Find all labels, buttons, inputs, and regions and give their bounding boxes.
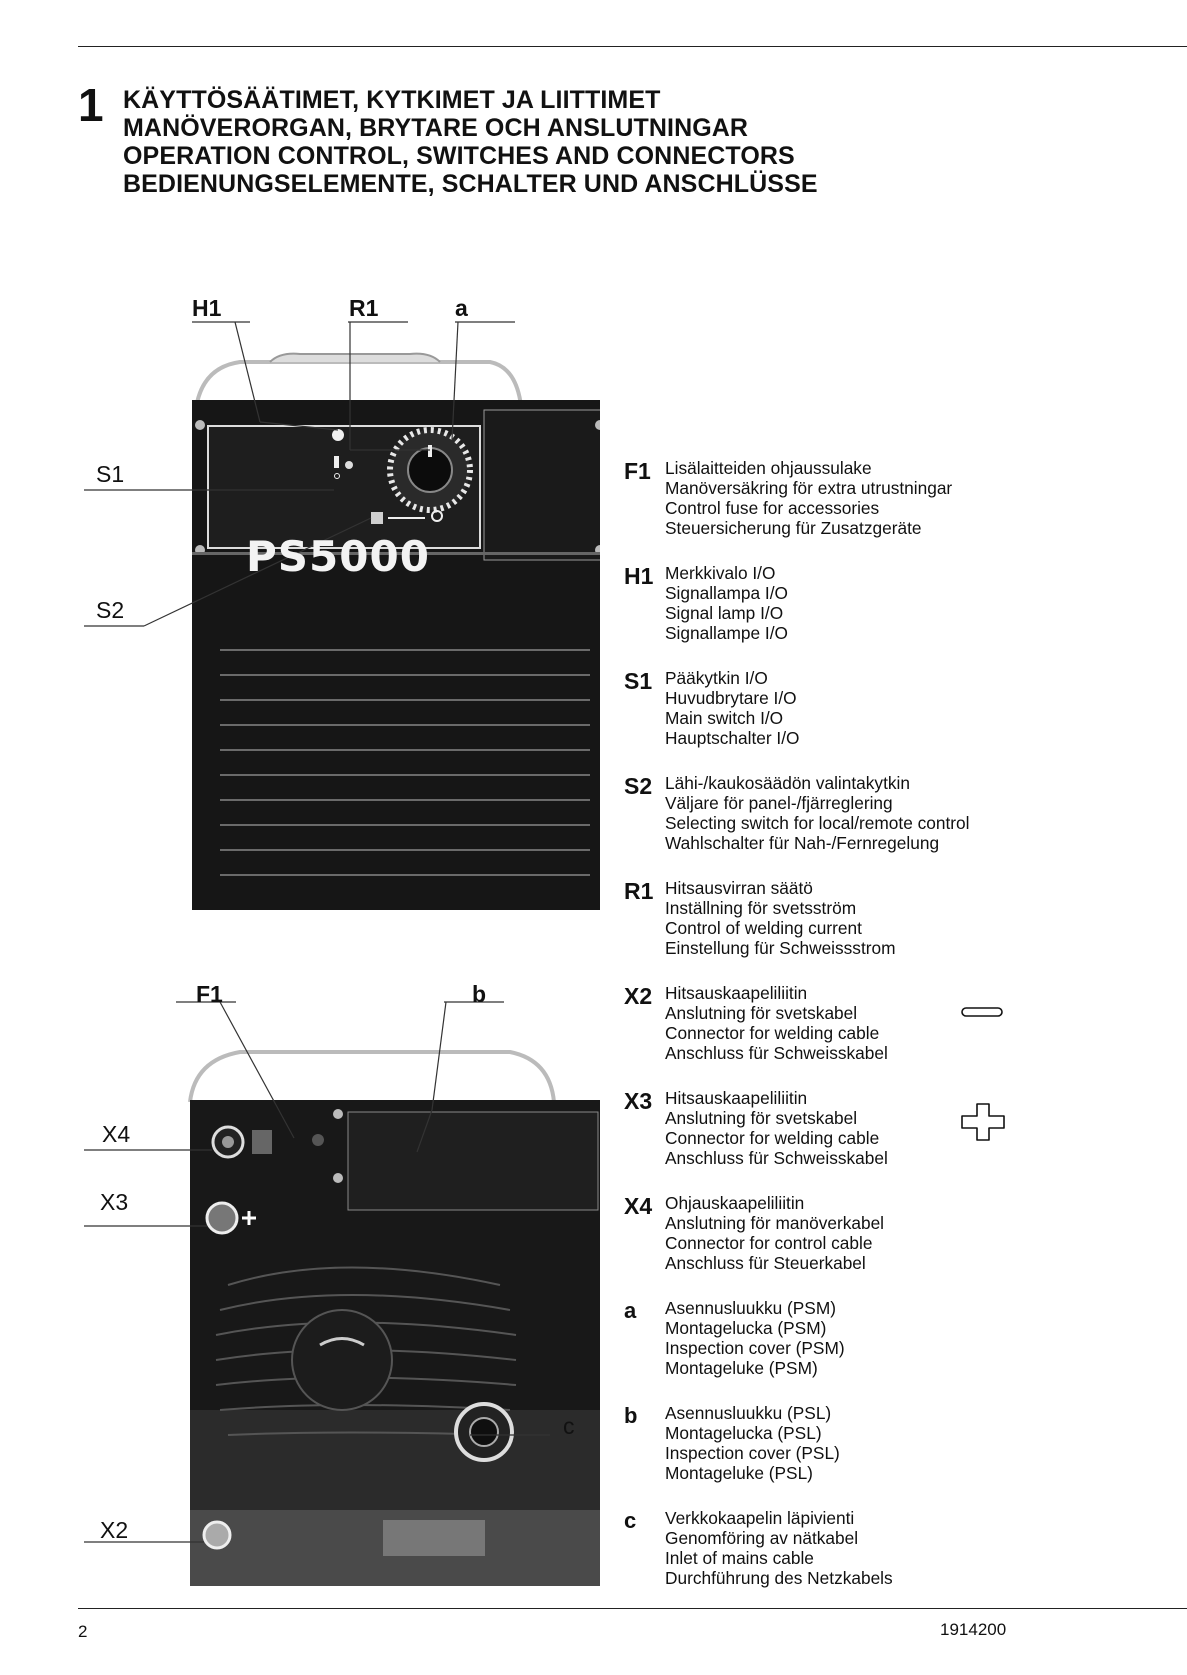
legend-line: Selecting switch for local/remote contro… [665,813,970,833]
plus-icon [961,1103,1005,1141]
legend-line: Connector for welding cable [665,1023,880,1043]
legend-text: Hitsausvirran säätö Inställning för svet… [665,878,896,958]
legend-text: Lähi-/kaukosäädön valintakytkin Väljare … [665,773,969,853]
callout-s2: S2 [96,597,125,623]
legend-line: Anslutning för manöverkabel [665,1213,885,1233]
legend-key: S1 [624,668,653,694]
legend-line: Genomföring av nätkabel [665,1528,859,1548]
legend-line: Anslutning för svetskabel [665,1003,858,1023]
bottom-rule [78,1608,1187,1609]
legend-key: R1 [624,878,654,904]
callout-b: b [472,981,487,1007]
legend-line: Steuersicherung für Zusatzgeräte [665,518,922,538]
top-rule [78,46,1187,47]
back-view-figure [84,1001,600,1586]
legend-line: Huvudbrytare I/O [665,688,797,708]
legend-line: Montagelucka (PSL) [665,1423,822,1443]
legend-line: Wahlschalter für Nah-/Fernregelung [665,833,940,853]
legend-text: Hitsauskaapeliliitin Anslutning för svet… [665,983,888,1063]
model-label: PS5000 [246,532,430,581]
callout-f1: F1 [196,981,223,1007]
legend-line: Ohjauskaapeliliitin [665,1193,805,1213]
legend-text: Ohjauskaapeliliitin Anslutning för manöv… [665,1193,884,1273]
legend-text: Hitsauskaapeliliitin Anslutning för svet… [665,1088,888,1168]
legend-line: Lähi-/kaukosäädön valintakytkin [665,773,910,793]
legend-line: Inställning för svetsström [665,898,857,918]
legend-text: Asennusluukku (PSM) Montagelucka (PSM) I… [665,1298,845,1378]
legend-line: Hitsauskaapeliliitin [665,1088,808,1108]
legend-line: Anschluss für Schweisskabel [665,1148,888,1168]
callout-r1: R1 [349,295,379,321]
legend-line: Inspection cover (PSL) [665,1443,840,1463]
legend-line: Verkkokaapelin läpivienti [665,1508,855,1528]
legend-line: Anslutning för svetskabel [665,1108,858,1128]
legend-line: Asennusluukku (PSM) [665,1298,836,1318]
legend-line: Lisälaitteiden ohjaussulake [665,458,872,478]
callout-a: a [455,295,468,321]
legend-line: Signal lamp I/O [665,603,784,623]
minus-icon [961,1007,1003,1017]
legend-line: Montageluke (PSM) [665,1358,818,1378]
legend-text: Lisälaitteiden ohjaussulake Manöversäkri… [665,458,952,538]
legend-line: Connector for welding cable [665,1128,880,1148]
legend-line: Hitsauskaapeliliitin [665,983,808,1003]
legend-line: Signallampe I/O [665,623,788,643]
legend-line: Durchführung des Netzkabels [665,1568,893,1588]
legend-line: Manöversäkring för extra utrustningar [665,478,953,498]
legend-key: X3 [624,1088,653,1114]
legend-line: Inlet of mains cable [665,1548,814,1568]
legend-line: Pääkytkin I/O [665,668,768,688]
legend-key: F1 [624,458,651,484]
legend-line: Connector for control cable [665,1233,873,1253]
legend-line: Signallampa I/O [665,583,788,603]
legend-line: Control of welding current [665,918,862,938]
legend-text: Pääkytkin I/O Huvudbrytare I/O Main swit… [665,668,799,748]
callout-x2: X2 [100,1517,129,1543]
legend-line: Väljare för panel-/fjärreglering [665,793,893,813]
legend-text: Merkkivalo I/O Signallampa I/O Signal la… [665,563,788,643]
legend-key: c [624,1508,637,1533]
legend-key: S2 [624,773,653,799]
legend-key: b [624,1403,638,1428]
legend-text: Asennusluukku (PSL) Montagelucka (PSL) I… [665,1403,840,1483]
legend-line: Montagelucka (PSM) [665,1318,827,1338]
legend-key: X2 [624,983,653,1009]
heading-line-sv: MANÖVERORGAN, BRYTARE OCH ANSLUTNINGAR [123,114,749,142]
legend-key: a [624,1298,637,1323]
heading-line-en: OPERATION CONTROL, SWITCHES AND CONNECTO… [123,142,795,170]
legend-line: Merkkivalo I/O [665,563,776,583]
legend-line: Einstellung für Schweissstrom [665,938,896,958]
legend-line: Control fuse for accessories [665,498,880,518]
legend-line: Montageluke (PSL) [665,1463,813,1483]
legend-line: Asennusluukku (PSL) [665,1403,832,1423]
heading-line-fi: KÄYTTÖSÄÄTIMET, KYTKIMET JA LIITTIMET [123,86,661,114]
legend-line: Anschluss für Schweisskabel [665,1043,888,1063]
callout-x3: X3 [100,1189,129,1215]
legend-line: Inspection cover (PSM) [665,1338,845,1358]
callout-s1: S1 [96,461,125,487]
legend-key: X4 [624,1193,653,1219]
legend-line: Hauptschalter I/O [665,728,800,748]
document-code: 1914200 [940,1620,1007,1639]
heading-line-de: BEDIENUNGSELEMENTE, SCHALTER UND ANSCHLÜ… [123,170,818,198]
front-view-figure [84,321,600,910]
callout-c: c [563,1413,575,1439]
page-number: 2 [78,1622,88,1641]
callout-h1: H1 [192,295,222,321]
callout-x4: X4 [102,1121,131,1147]
section-heading: KÄYTTÖSÄÄTIMET, KYTKIMET JA LIITTIMET MA… [123,86,818,198]
legend-line: Anschluss für Steuerkabel [665,1253,866,1273]
legend-line: Main switch I/O [665,708,784,728]
section-number: 1 [78,79,104,131]
legend-line: Hitsausvirran säätö [665,878,813,898]
legend-text: Verkkokaapelin läpivienti Genomföring av… [665,1508,893,1588]
legend-key: H1 [624,563,654,589]
